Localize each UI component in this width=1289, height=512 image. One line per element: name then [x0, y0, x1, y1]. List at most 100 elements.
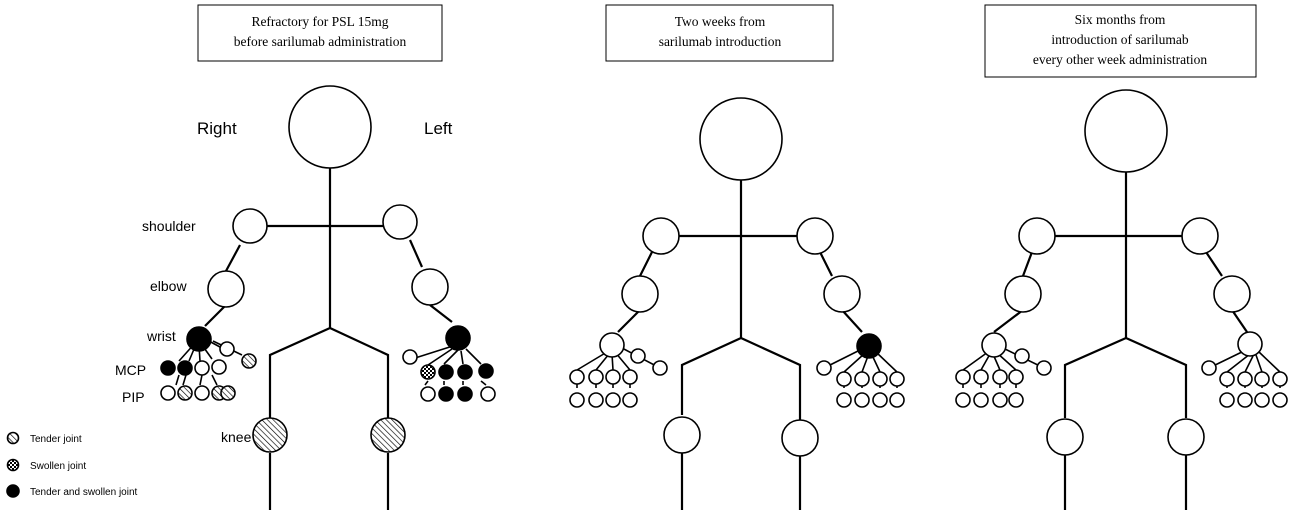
left-wrist-joint: [1237, 331, 1263, 357]
left-mcp-joint: [889, 371, 905, 387]
left-mcp-joint: [1272, 371, 1288, 387]
right-mcp-joint: [211, 359, 227, 375]
right-knee-joint: [252, 417, 288, 453]
left-pip-joint: [420, 386, 436, 402]
panel-1-caption-line-1: Refractory for PSL 15mg: [251, 14, 388, 29]
panel-1-finger-lines: [175, 339, 487, 386]
left-wrist-joint: [856, 333, 882, 359]
left-mcp-joint: [872, 371, 888, 387]
left-mcp-joint: [438, 364, 454, 380]
right-mcp-joint: [1008, 369, 1024, 385]
left-mcp-joint: [1237, 371, 1253, 387]
panel-3-caption-line-3: every other week administration: [1033, 52, 1208, 67]
pip-label: PIP: [122, 389, 145, 405]
right-mcp-joint: [973, 369, 989, 385]
left-knee-joint: [370, 417, 406, 453]
right-mcp-joint: [177, 360, 193, 376]
left-wrist-joint: [445, 325, 471, 351]
panel-2-caption-line-1: Two weeks from: [675, 14, 766, 29]
panel-2-skeleton: [617, 180, 863, 510]
right-pip-joint: [588, 392, 604, 408]
left-side-label: Left: [424, 119, 453, 138]
left-pip-joint: [438, 386, 454, 402]
elbow-label: elbow: [150, 278, 187, 294]
right-side-label: Right: [197, 119, 237, 138]
right-pip-joint: [622, 392, 638, 408]
right-shoulder-joint: [642, 217, 680, 255]
right-elbow-joint: [207, 270, 245, 308]
right-pip-joint: [220, 385, 236, 401]
right-wrist-joint: [186, 326, 212, 352]
left-mcp-joint: [1254, 371, 1270, 387]
legend-swollen-swatch: [6, 458, 20, 472]
panel-2-caption-line-2: sarilumab introduction: [659, 34, 782, 49]
panel-3-caption-box: [984, 4, 1257, 78]
left-knee-joint: [1167, 418, 1205, 456]
left-pip-joint: [872, 392, 888, 408]
right-mcp-joint: [992, 369, 1008, 385]
left-pip-joint: [1272, 392, 1288, 408]
right-pip-joint: [194, 385, 210, 401]
right-elbow-joint: [621, 275, 659, 313]
left-pip-joint: [457, 386, 473, 402]
shoulder-label: shoulder: [142, 218, 196, 234]
left-shoulder-joint: [1181, 217, 1219, 255]
left-mcp-joint: [420, 364, 436, 380]
left-pip-joint: [1237, 392, 1253, 408]
left-mcp-joint: [836, 371, 852, 387]
right-thumb-ip-joint: [630, 348, 646, 364]
left-pip-joint: [889, 392, 905, 408]
right-mcp-joint: [569, 369, 585, 385]
right-elbow-joint: [1004, 275, 1042, 313]
left-knee-joint: [781, 419, 819, 457]
panel-1-caption-box: [197, 4, 443, 62]
right-knee-joint: [1046, 418, 1084, 456]
right-knee-joint: [663, 416, 701, 454]
wrist-label: wrist: [146, 328, 176, 344]
head-circle: [699, 97, 783, 181]
panel-1-skeleton: [204, 167, 453, 510]
legend-swollen-label: Swollen joint: [30, 461, 86, 472]
panel-3-caption-line-1: Six months from: [1075, 12, 1166, 27]
right-thumb-tip-joint: [241, 353, 257, 369]
right-pip-joint: [955, 392, 971, 408]
head-circle: [1084, 89, 1168, 173]
right-mcp-joint: [194, 360, 210, 376]
legend-tender-swollen-label: Tender and swollen joint: [30, 487, 138, 498]
left-thumb-joint: [402, 349, 418, 365]
mcp-label: MCP: [115, 362, 146, 378]
left-shoulder-joint: [382, 204, 418, 240]
right-thumb-tip-joint: [652, 360, 668, 376]
left-pip-joint: [1219, 392, 1235, 408]
left-elbow-joint: [1213, 275, 1251, 313]
knee-label: knee: [221, 429, 252, 445]
left-mcp-joint: [457, 364, 473, 380]
right-wrist-joint: [599, 332, 625, 358]
legend: Tender joint Swollen joint Tender and sw…: [6, 431, 138, 498]
panel-3-skeleton: [993, 172, 1248, 510]
left-mcp-joint: [1219, 371, 1235, 387]
panel-3-caption-line-2: introduction of sarilumab: [1051, 32, 1188, 47]
left-pip-joint: [480, 386, 496, 402]
right-pip-joint: [160, 385, 176, 401]
head-circle: [288, 85, 372, 169]
right-pip-joint: [992, 392, 1008, 408]
panel-2: Two weeks from sarilumab introduction: [569, 4, 905, 510]
left-shoulder-joint: [796, 217, 834, 255]
right-thumb-ip-joint: [1014, 348, 1030, 364]
left-elbow-joint: [823, 275, 861, 313]
right-mcp-joint: [955, 369, 971, 385]
right-mcp-joint: [588, 369, 604, 385]
legend-tender-swatch: [6, 431, 20, 445]
legend-tender-label: Tender joint: [30, 434, 82, 445]
left-thumb-joint: [1201, 360, 1217, 376]
right-pip-joint: [177, 385, 193, 401]
left-mcp-joint: [478, 363, 494, 379]
left-pip-joint: [854, 392, 870, 408]
left-pip-joint: [1254, 392, 1270, 408]
panel-3: Six months from introduction of sariluma…: [955, 4, 1288, 510]
right-pip-joint: [569, 392, 585, 408]
legend-tender-swollen-swatch: [6, 484, 20, 498]
left-mcp-joint: [854, 371, 870, 387]
